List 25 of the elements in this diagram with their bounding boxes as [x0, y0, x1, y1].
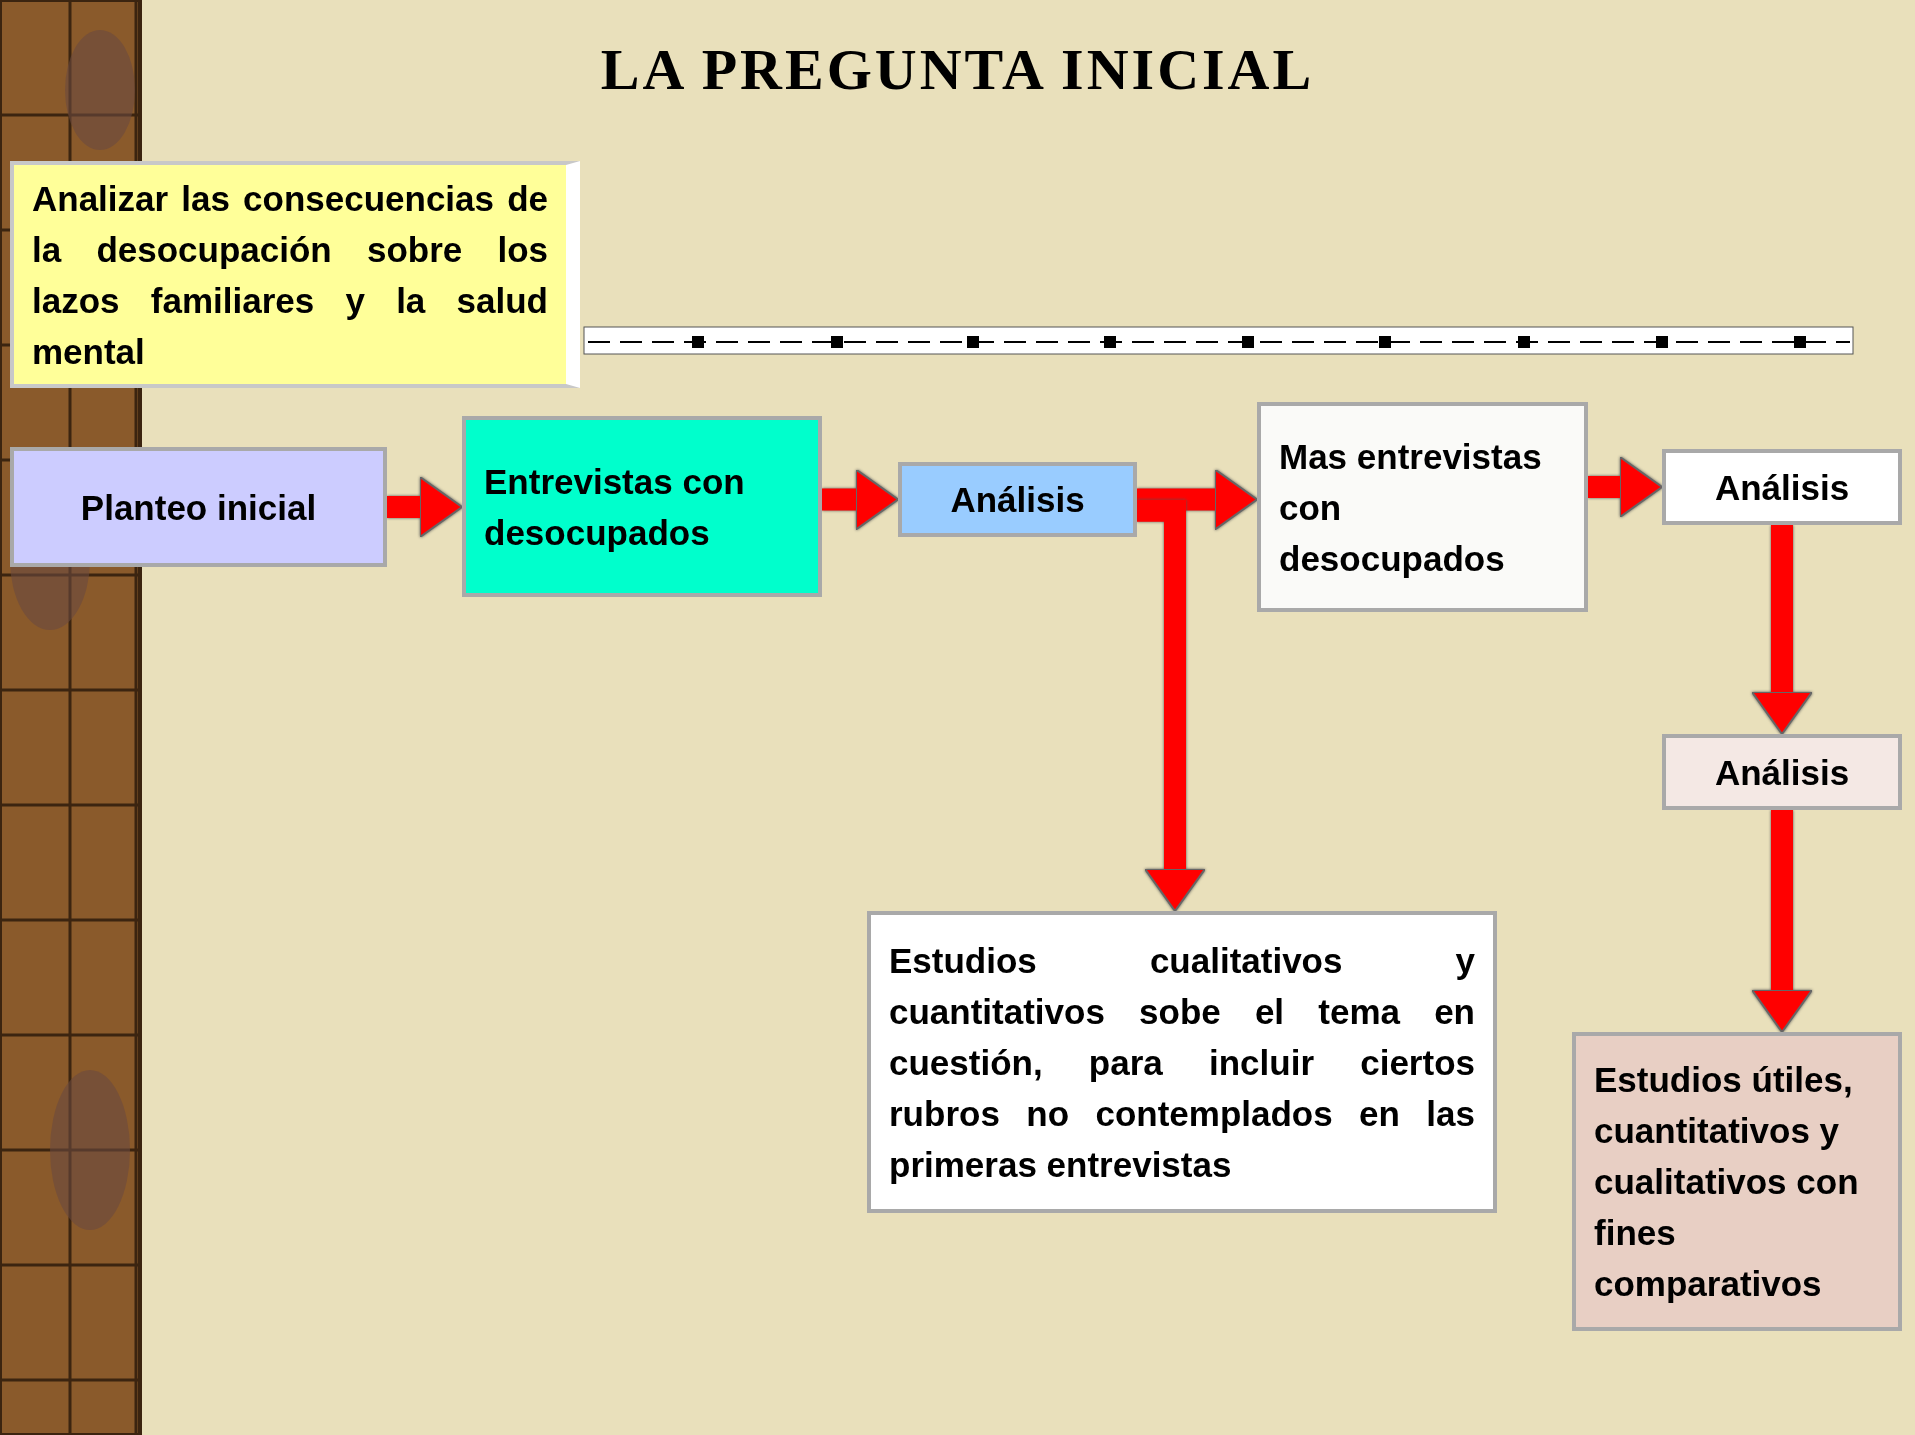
box-text: Análisis: [1713, 751, 1851, 794]
arrow: [822, 468, 899, 531]
box-text: Mas entrevistas con desocupados: [1279, 435, 1543, 580]
arrow: [1137, 468, 1258, 531]
box-text: Estudios cualitativos y cuantitativos sobe el tema en cuestión, para incluir ciertos rubros no contemplados en las primeras entrevistas: [889, 939, 1475, 1186]
box-text: Entrevistas con desocupados: [484, 460, 746, 554]
box-text: Analizar las consecuencias de la desocupación sobre los lazos familiares y la salud mental: [32, 177, 548, 373]
title: LA PREGUNTA INICIAL: [599, 36, 1316, 103]
process-box: [462, 416, 822, 597]
arrow: [1588, 456, 1663, 518]
process-box: [1662, 734, 1902, 810]
process-box: [867, 911, 1497, 1213]
process-box: [10, 447, 387, 567]
process-box: [1572, 1032, 1902, 1331]
box-text: Estudios útiles, cuantitativos y cualitativos con fines comparativos: [1594, 1059, 1860, 1305]
box-text: Análisis: [949, 479, 1086, 521]
arrow: [1751, 810, 1813, 1033]
box-text: Planteo inicial: [79, 486, 318, 529]
process-box: [1257, 402, 1588, 612]
box-text: Análisis: [1713, 466, 1851, 509]
arrow: [387, 476, 463, 538]
process-box: [1662, 449, 1902, 525]
arrow: [1751, 525, 1813, 735]
process-box: [898, 462, 1137, 537]
note-box: [10, 161, 580, 388]
